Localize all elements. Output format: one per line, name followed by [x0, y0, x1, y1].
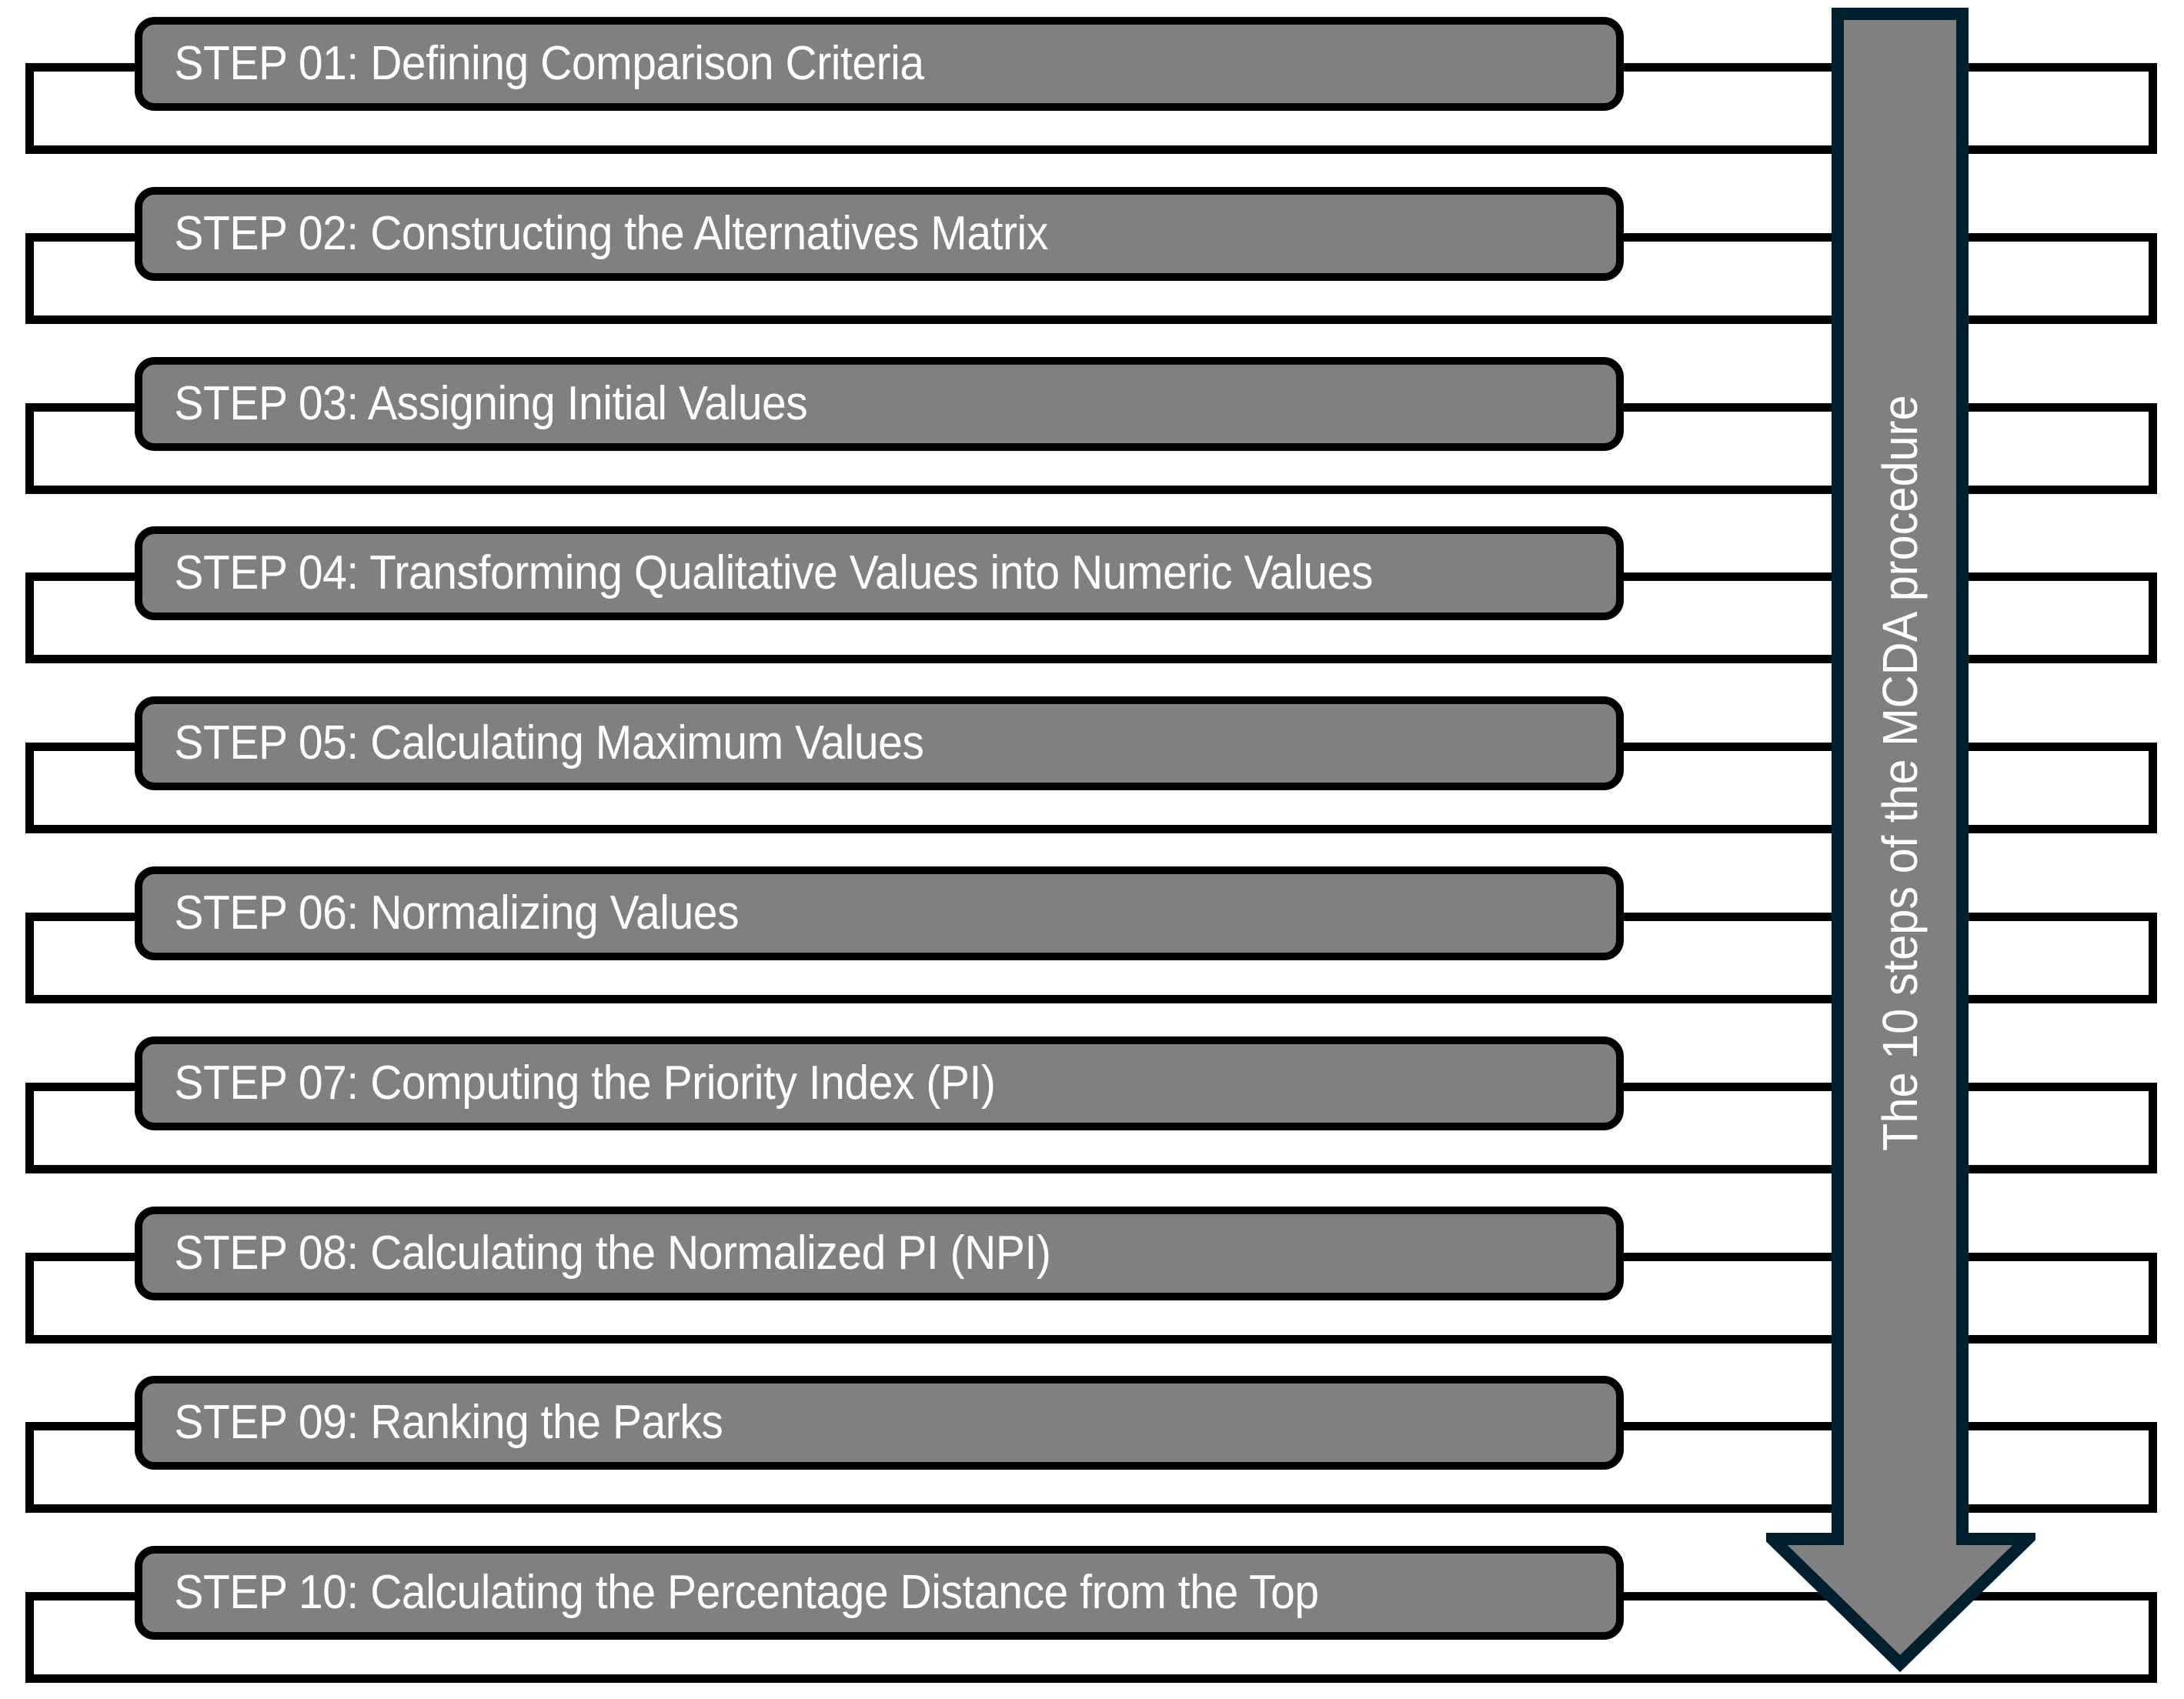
step-row: STEP 09: Ranking the Parks — [0, 1359, 2184, 1529]
step-label: STEP 10: Calculating the Percentage Dist… — [174, 1566, 1319, 1620]
step-box-09[interactable]: STEP 09: Ranking the Parks — [135, 1376, 1624, 1470]
step-box-07[interactable]: STEP 07: Computing the Priority Index (P… — [135, 1036, 1624, 1130]
step-row: STEP 07: Computing the Priority Index (P… — [0, 1020, 2184, 1190]
step-label: STEP 09: Ranking the Parks — [174, 1396, 723, 1450]
step-label: STEP 05: Calculating Maximum Values — [174, 716, 924, 770]
step-row: STEP 03: Assigning Initial Values — [0, 340, 2184, 510]
step-row: STEP 04: Transforming Qualitative Values… — [0, 509, 2184, 679]
step-label: STEP 06: Normalizing Values — [174, 886, 740, 940]
step-row: STEP 08: Calculating the Normalized PI (… — [0, 1190, 2184, 1360]
step-row: STEP 06: Normalizing Values — [0, 850, 2184, 1020]
step-label: STEP 03: Assigning Initial Values — [174, 376, 808, 430]
step-box-08[interactable]: STEP 08: Calculating the Normalized PI (… — [135, 1206, 1624, 1300]
step-box-01[interactable]: STEP 01: Defining Comparison Criteria — [135, 17, 1624, 111]
step-box-06[interactable]: STEP 06: Normalizing Values — [135, 866, 1624, 960]
step-box-04[interactable]: STEP 04: Transforming Qualitative Values… — [135, 526, 1624, 621]
step-row: STEP 01: Defining Comparison Criteria — [0, 0, 2184, 170]
step-box-10[interactable]: STEP 10: Calculating the Percentage Dist… — [135, 1546, 1624, 1641]
step-row: STEP 02: Constructing the Alternatives M… — [0, 170, 2184, 340]
step-label: STEP 04: Transforming Qualitative Values… — [174, 546, 1373, 600]
step-label: STEP 01: Defining Comparison Criteria — [174, 37, 924, 90]
step-box-02[interactable]: STEP 02: Constructing the Alternatives M… — [135, 186, 1624, 281]
step-label: STEP 08: Calculating the Normalized PI (… — [174, 1226, 1051, 1280]
step-box-05[interactable]: STEP 05: Calculating Maximum Values — [135, 696, 1624, 791]
step-row: STEP 10: Calculating the Percentage Dist… — [0, 1529, 2184, 1699]
step-box-03[interactable]: STEP 03: Assigning Initial Values — [135, 356, 1624, 451]
step-row: STEP 05: Calculating Maximum Values — [0, 679, 2184, 850]
step-label: STEP 07: Computing the Priority Index (P… — [174, 1056, 996, 1110]
step-label: STEP 02: Constructing the Alternatives M… — [174, 206, 1048, 260]
